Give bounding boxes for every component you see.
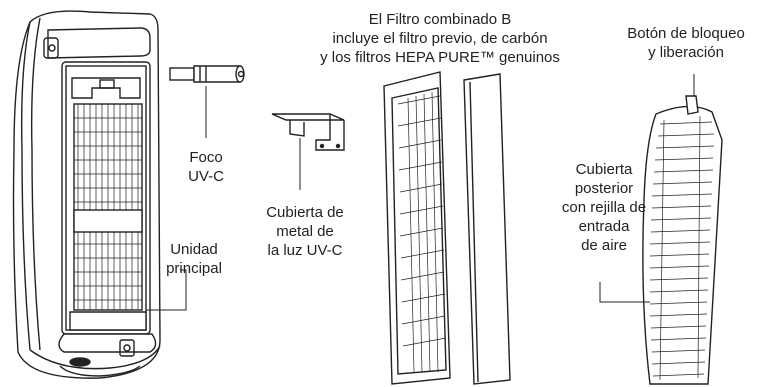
metal-cover-illustration xyxy=(271,113,345,151)
label-rear-cover: Cubierta posterior con rejilla de entrad… xyxy=(561,161,647,254)
rear-cover-illustration xyxy=(642,95,723,385)
filter-pleats xyxy=(397,91,447,373)
leader-main-unit xyxy=(146,269,187,311)
combo-filter-illustration xyxy=(383,71,451,385)
label-lock-button: Botón de bloqueo y liberación xyxy=(627,25,745,61)
rear-cover-grille xyxy=(649,115,715,381)
uv-bulb-illustration xyxy=(169,65,245,83)
label-metal-cover: Cubierta de metal de la luz UV-C xyxy=(266,204,344,259)
label-main-unit: Unidad principal xyxy=(166,241,222,277)
label-filter-combo: El Filtro combinado B incluye el filtro … xyxy=(320,11,560,66)
pre-filter-illustration xyxy=(463,73,511,385)
leader-lines xyxy=(146,74,695,311)
label-uv-bulb: Foco UV-C xyxy=(188,149,224,185)
leader-rear-cover xyxy=(599,282,650,303)
main-unit-illustration xyxy=(12,10,161,379)
main-unit-grille xyxy=(74,103,142,311)
